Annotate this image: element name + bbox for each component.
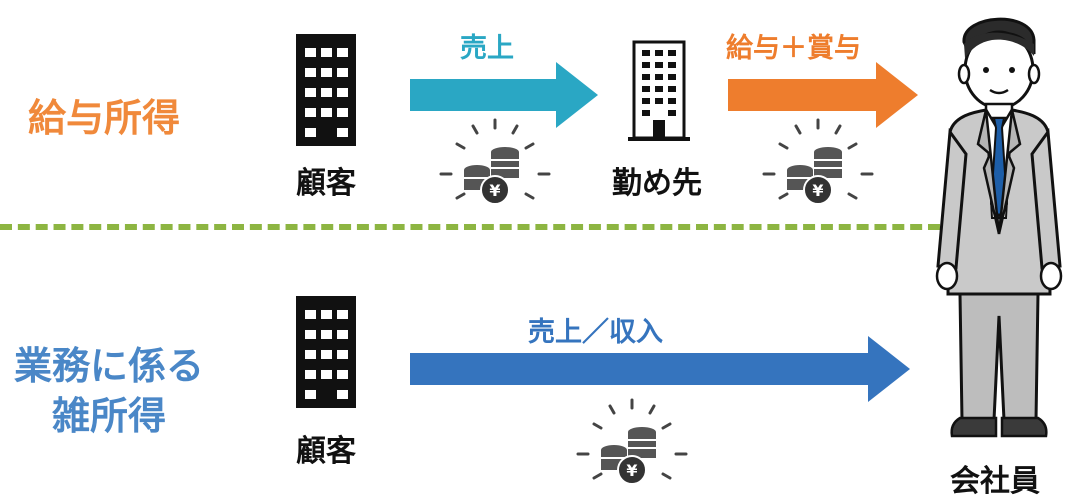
bottom-customer-label: 顧客 (296, 434, 356, 469)
svg-text:¥: ¥ (812, 181, 823, 200)
svg-text:¥: ¥ (626, 461, 637, 480)
yen-coins-icon: ¥ (435, 116, 555, 208)
top-customer-label: 顧客 (296, 166, 356, 201)
business-income-title-line1: 業務に係る (14, 344, 205, 388)
sales-revenue-arrow-label: 売上／収入 (528, 317, 663, 348)
salary-bonus-arrow-label: 給与＋賞与 (726, 33, 861, 64)
customer-building-icon (296, 34, 356, 146)
salary-income-title: 給与所得 (28, 96, 181, 140)
employer-label: 勤め先 (612, 166, 702, 201)
business-arrow (410, 336, 910, 402)
yen-coins-icon: ¥ (572, 394, 692, 490)
business-income-title-line2: 雑所得 (52, 394, 167, 438)
businessman-icon (934, 4, 1064, 456)
customer-building-icon (296, 296, 356, 408)
yen-coins-icon: ¥ (758, 116, 878, 208)
employee-label: 会社員 (950, 464, 1040, 499)
top-sales-arrow-label: 売上 (460, 33, 514, 64)
office-tower-icon (628, 40, 690, 144)
svg-text:¥: ¥ (489, 181, 500, 200)
salary-arrow (728, 62, 918, 128)
sales-arrow (410, 62, 598, 128)
section-divider (0, 224, 940, 230)
